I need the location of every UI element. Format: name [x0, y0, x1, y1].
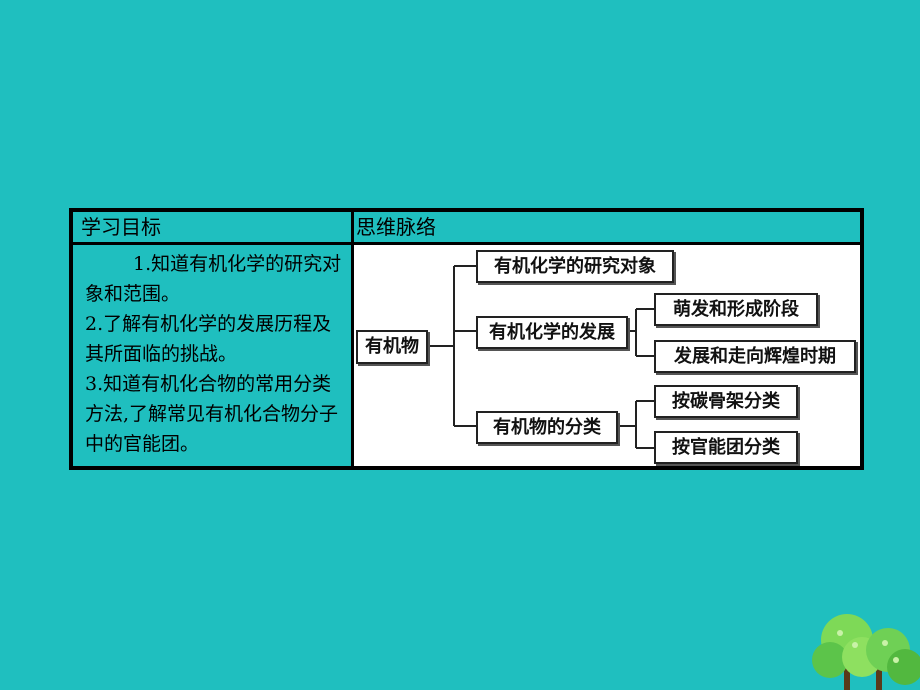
mindmap-root: 有机物 [356, 330, 428, 364]
mindmap-node-development: 有机化学的发展 [476, 316, 628, 349]
goals-list: 1.知道有机化学的研究对象和范围。 2.了解有机化学的发展历程及其所面临的挑战。… [85, 249, 347, 459]
mindmap-connectors [426, 265, 654, 449]
goal-item: 3.知道有机化合物的常用分类方法,了解常见有机化合物分子中的官能团。 [85, 373, 339, 455]
mindmap-leaf-carbon-skeleton: 按碳骨架分类 [654, 385, 798, 418]
goal-item: 2.了解有机化学的发展历程及其所面临的挑战。 [85, 313, 332, 365]
mindmap-leaf-origin-stage: 萌发和形成阶段 [654, 293, 818, 326]
mindmap-leaf-functional-group: 按官能团分类 [654, 431, 798, 464]
mindmap-node-classification: 有机物的分类 [476, 411, 618, 444]
mindmap-cell: 有机物 有机化学的研究对象 有机化学的发展 有机物的分类 萌发和形成阶段 发展和… [354, 245, 860, 466]
mindmap-node-research-object: 有机化学的研究对象 [476, 250, 674, 283]
tree-decoration-icon [812, 614, 920, 690]
header-mind-map: 思维脉络 [354, 212, 860, 242]
goals-cell: 1.知道有机化学的研究对象和范围。 2.了解有机化学的发展历程及其所面临的挑战。… [73, 245, 351, 466]
mindmap-leaf-brilliant-stage: 发展和走向辉煌时期 [654, 340, 856, 373]
goal-item: 1.知道有机化学的研究对象和范围。 [85, 253, 342, 305]
learning-table: 学习目标 思维脉络 1.知道有机化学的研究对象和范围。 2.了解有机化学的发展历… [69, 208, 864, 470]
header-learning-goals: 学习目标 [73, 212, 351, 242]
